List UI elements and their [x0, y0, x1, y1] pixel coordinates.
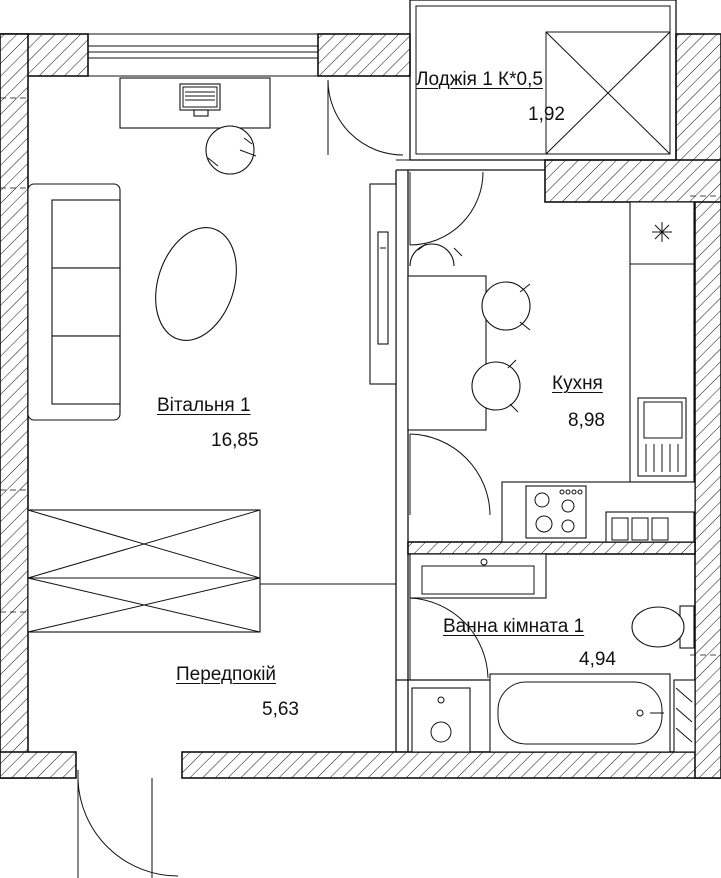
reference-lines	[0, 97, 721, 656]
bath-shelf	[673, 679, 696, 753]
doors	[77, 79, 491, 878]
desk-chair	[205, 125, 257, 175]
room-loggia: Лоджія 1 К*0,5 1,92	[416, 70, 565, 124]
room-loggia-area: 1,92	[528, 104, 565, 125]
room-bathroom: Ванна кімната 1 4,94	[443, 617, 616, 669]
room-living-area: 16,85	[211, 430, 259, 451]
room-living: Вітальня 1 16,85	[157, 396, 259, 450]
rug	[155, 227, 237, 341]
washing-machine-icon	[411, 687, 471, 753]
sofa	[27, 183, 121, 421]
kitchen-shelves	[605, 511, 695, 543]
loggia	[409, 0, 677, 161]
room-kitchen-area: 8,98	[568, 410, 605, 431]
fridge-icon	[652, 222, 672, 242]
kitchen-chairs	[409, 243, 531, 413]
desk	[119, 77, 271, 129]
room-hallway-name: Передпокій	[176, 664, 277, 685]
room-bathroom-name: Ванна кімната 1	[443, 616, 585, 637]
exterior-walls	[0, 33, 721, 779]
wardrobe	[27, 509, 261, 633]
room-hallway-area: 5,63	[262, 699, 299, 720]
toilet-icon	[631, 605, 695, 649]
room-hallway: Передпокій 5,63	[176, 665, 299, 719]
bathtub-icon	[489, 673, 671, 753]
tv-stand	[369, 183, 397, 385]
sink-icon	[409, 553, 547, 599]
room-kitchen: Кухня 8,98	[552, 374, 605, 430]
living-window	[87, 33, 319, 77]
room-living-name: Вітальня 1	[157, 395, 251, 416]
dining-table	[407, 275, 487, 431]
stove-icon	[525, 485, 587, 539]
room-loggia-name: Лоджія 1 К*0,5	[416, 69, 543, 90]
room-kitchen-name: Кухня	[552, 373, 603, 394]
room-bathroom-area: 4,94	[579, 649, 616, 670]
